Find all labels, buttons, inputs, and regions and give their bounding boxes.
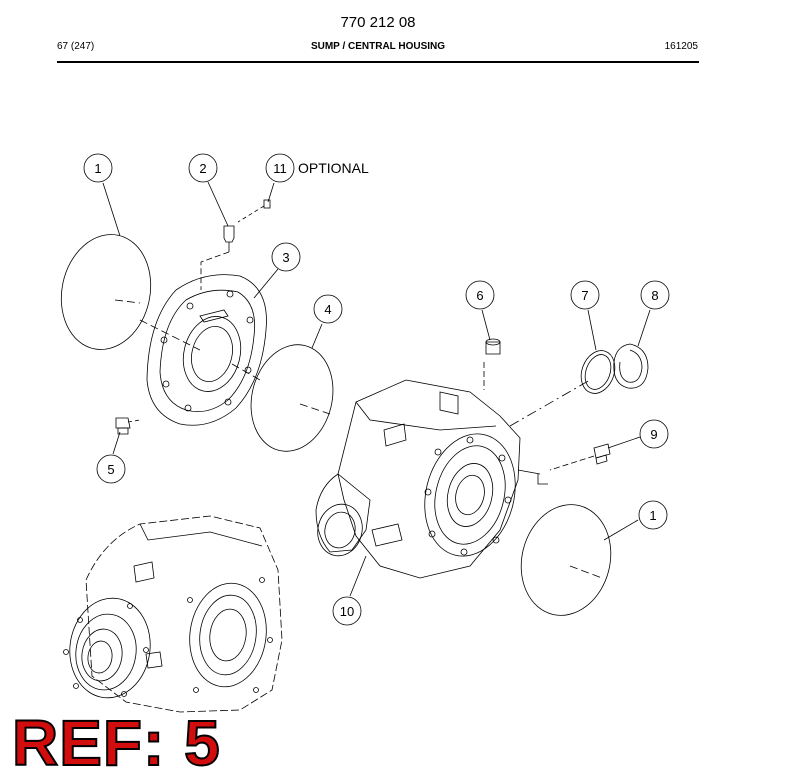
circlip-part-8 <box>613 343 649 389</box>
leader-lines <box>102 181 651 597</box>
central-housing <box>315 379 548 579</box>
svg-text:6: 6 <box>476 288 483 303</box>
fitting-part-11 <box>237 199 271 223</box>
callout-5: 5 <box>96 454 126 484</box>
page-reference: 67 (247) <box>57 41 95 52</box>
svg-text:7: 7 <box>581 288 588 303</box>
cover-plate-part-3 <box>139 274 267 426</box>
callout-1-right: 1 <box>638 500 668 530</box>
o-ring-part-7 <box>580 350 616 394</box>
callout-6: 6 <box>465 280 495 310</box>
plug-part-5 <box>115 417 141 435</box>
ref-label: REF: 5 <box>11 706 221 780</box>
callout-1-left: 1 <box>83 153 113 183</box>
svg-text:3: 3 <box>282 250 289 265</box>
grease-nipple-part-2 <box>200 225 235 290</box>
gasket-part-1-left <box>60 234 152 350</box>
svg-text:9: 9 <box>650 427 657 442</box>
svg-text:5: 5 <box>107 462 114 477</box>
callout-3: 3 <box>271 242 301 272</box>
header-rule <box>57 61 699 63</box>
svg-text:1: 1 <box>94 161 101 176</box>
svg-text:4: 4 <box>324 302 331 317</box>
svg-text:10: 10 <box>340 604 354 619</box>
breather-part-6 <box>483 338 501 390</box>
callout-2: 2 <box>188 153 218 183</box>
callout-9: 9 <box>639 419 669 449</box>
assembled-housing-view <box>63 515 283 713</box>
callout-10: 10 <box>332 596 362 626</box>
gasket-part-4 <box>250 344 334 452</box>
callout-7: 7 <box>570 280 600 310</box>
callout-4: 4 <box>313 294 343 324</box>
svg-text:8: 8 <box>651 288 658 303</box>
plug-part-9 <box>549 443 611 471</box>
svg-text:2: 2 <box>199 161 206 176</box>
section-title: SUMP / CENTRAL HOUSING <box>310 41 446 52</box>
callout-11: 11 <box>265 153 295 183</box>
document-number: 770 212 08 <box>340 14 416 31</box>
optional-label: OPTIONAL <box>298 160 369 176</box>
date-code: 161205 <box>664 41 698 52</box>
gasket-part-1-right <box>520 504 612 616</box>
callout-8: 8 <box>640 280 670 310</box>
svg-text:1: 1 <box>649 508 656 523</box>
svg-text:11: 11 <box>273 161 287 176</box>
